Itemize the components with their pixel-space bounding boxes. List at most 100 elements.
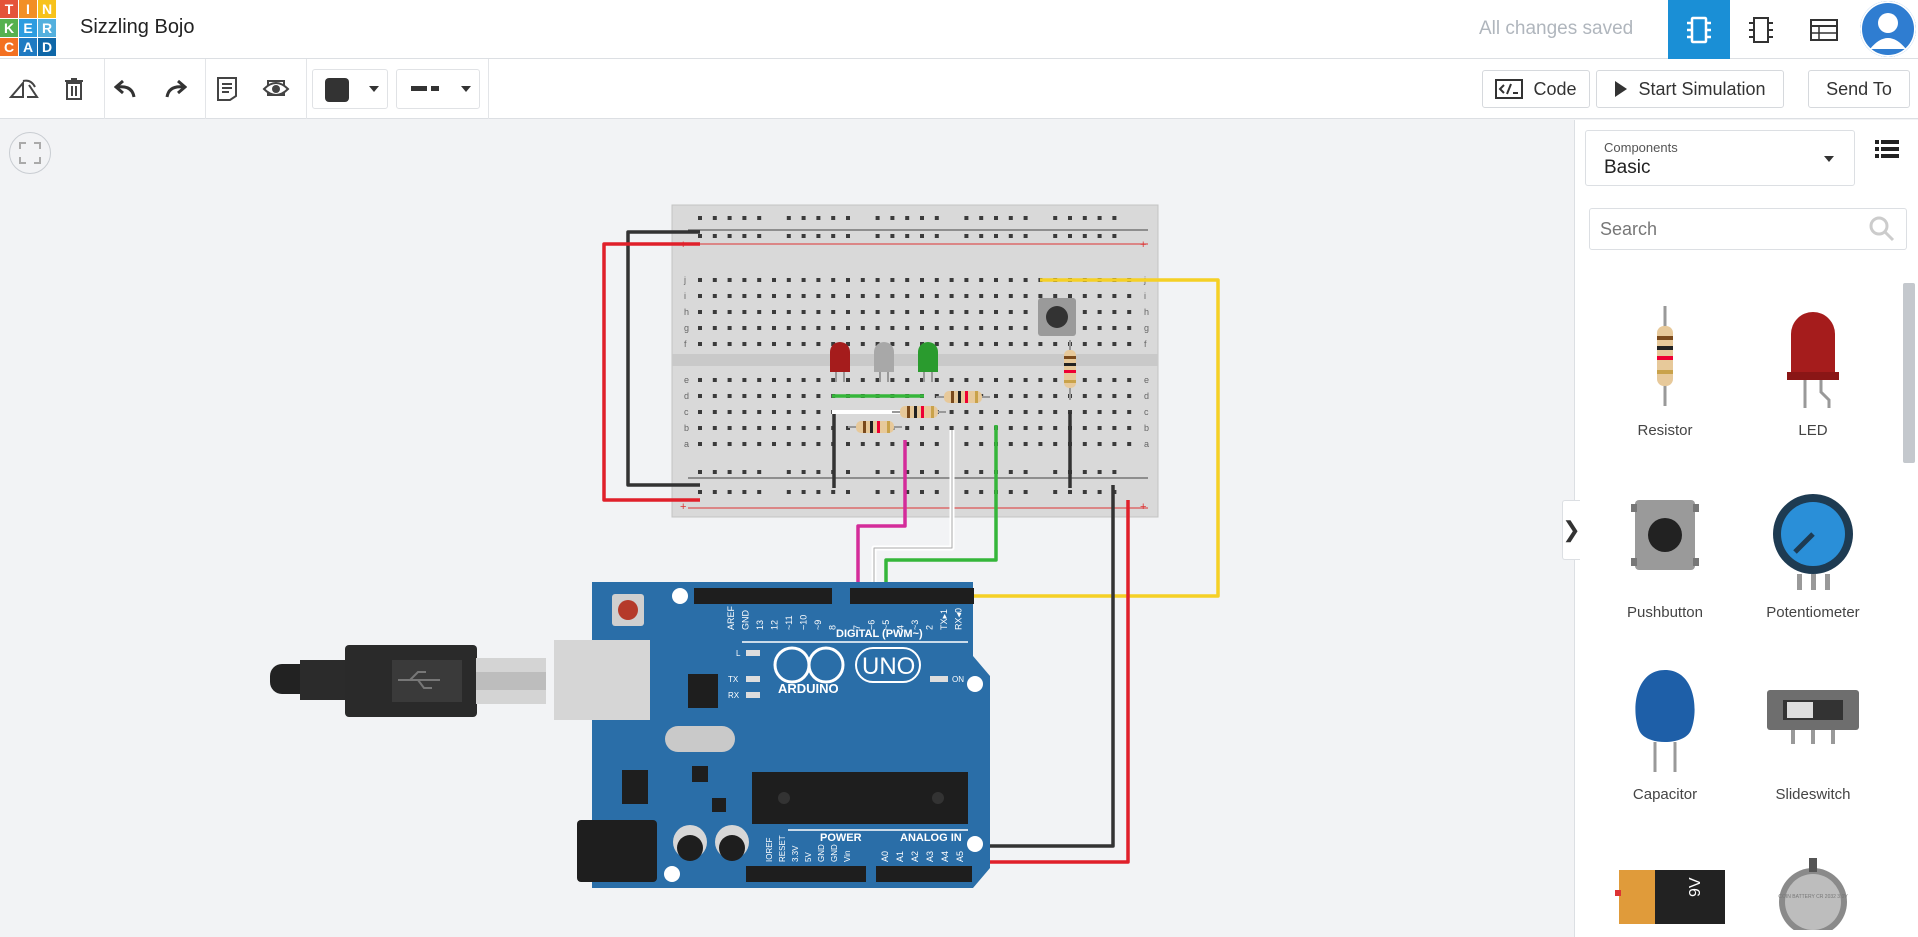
digital-pin-label: ~9 [813, 620, 823, 630]
wire-yellow[interactable] [968, 278, 1220, 598]
slideswitch-icon [1767, 690, 1859, 744]
on-led-label: ON [952, 675, 964, 684]
fit-view-button[interactable] [9, 132, 51, 174]
component-label: Pushbutton [1627, 604, 1703, 621]
resistor-3[interactable] [848, 421, 902, 433]
component-led[interactable]: LED [1743, 288, 1883, 463]
redo-button[interactable] [157, 71, 193, 107]
component-pushbutton[interactable]: Pushbutton [1595, 470, 1735, 645]
arduino-uno[interactable]: ARDUINO UNO DIGITAL (PWM~) POWER ANALOG … [554, 582, 990, 888]
breadboard-row-letter: b [684, 423, 689, 433]
usb-cable[interactable] [270, 645, 546, 717]
component-capacitor[interactable]: Capacitor [1595, 652, 1735, 827]
resistor-1[interactable] [936, 391, 990, 403]
battery-9v-label: 9V [1687, 877, 1704, 897]
analog-pin-label: A2 [910, 851, 920, 862]
arduino-model-label: UNO [862, 653, 915, 680]
breadboard-row-letter: f [684, 339, 687, 349]
power-pin-label: GND [817, 844, 826, 862]
send-to-button[interactable]: Send To [1808, 70, 1910, 108]
logo-letter: C [0, 38, 18, 56]
wire-black-rail[interactable] [626, 230, 700, 487]
component-label: Resistor [1637, 422, 1693, 439]
digital-pin-label: ~11 [784, 615, 794, 630]
digital-pin-label: 7 [852, 625, 862, 630]
wire-green[interactable] [884, 425, 998, 596]
list-view-button[interactable] [1875, 140, 1899, 163]
user-avatar[interactable] [1860, 1, 1916, 57]
rail-plus-label: + [680, 501, 686, 513]
toolbar-divider [306, 59, 307, 119]
led-icon [1787, 312, 1839, 408]
led-green[interactable] [918, 342, 938, 382]
component-label: Capacitor [1632, 786, 1698, 803]
breadboard-row-letter: c [1144, 407, 1149, 417]
table-icon [1810, 18, 1838, 41]
power-pin-label: 3.3V [791, 845, 800, 862]
components-library-select[interactable]: Components Basic [1585, 130, 1855, 186]
resistor-4[interactable] [1064, 340, 1076, 400]
component-slideswitch[interactable]: Slideswitch [1743, 652, 1883, 827]
panel-scrollbar-thumb[interactable] [1903, 283, 1915, 463]
toolbar-divider [488, 59, 489, 119]
toggle-notes-visibility-button[interactable] [258, 71, 294, 107]
delete-button[interactable] [56, 71, 92, 107]
digital-pin-label: ~10 [799, 615, 809, 630]
circuit-view-button[interactable] [1668, 0, 1730, 59]
component-search-input[interactable] [1589, 208, 1907, 250]
pushbutton[interactable] [1038, 298, 1076, 336]
breadboard-row-letter: e [1144, 375, 1149, 385]
wire-black-gnd[interactable] [982, 485, 1115, 848]
digital-pin-label: ~6 [867, 620, 877, 630]
power-pin-label: Vin [843, 851, 852, 862]
wire-magenta[interactable] [856, 440, 907, 596]
wire-white-outline [873, 430, 953, 596]
digital-pin-label: AREF [726, 605, 736, 630]
wire-style-icon [411, 86, 439, 91]
breadboard-row-letter: c [684, 407, 689, 417]
wire-red-rail[interactable] [602, 242, 700, 502]
component-coin-battery[interactable]: COIN BATTERY CR 2032 3.0V [1743, 832, 1883, 937]
resistor-2[interactable] [892, 406, 946, 418]
power-pin-label: RESET [778, 835, 787, 862]
start-simulation-label: Start Simulation [1638, 78, 1766, 99]
digital-pin-label: 12 [770, 620, 780, 630]
led-red[interactable] [830, 342, 850, 382]
component-potentiometer[interactable]: Potentiometer [1743, 470, 1883, 645]
collapse-panel-button[interactable]: ❯ [1562, 500, 1581, 560]
breadboard-row-letter: i [1144, 291, 1146, 301]
led-white[interactable] [874, 342, 894, 382]
rotate-button[interactable] [6, 71, 42, 107]
breadboard-row-letter: g [1144, 323, 1149, 333]
components-list-view-button[interactable] [1793, 0, 1855, 59]
digital-pin-label: ~3 [910, 620, 920, 630]
notes-button[interactable] [209, 71, 245, 107]
start-simulation-button[interactable]: Start Simulation [1596, 70, 1784, 108]
search-icon[interactable] [1869, 216, 1895, 242]
project-title[interactable]: Sizzling Bojo [80, 16, 195, 38]
edit-toolbar: Code Start Simulation Send To [0, 59, 1918, 119]
logo-letter: D [38, 38, 56, 56]
component-9v-battery[interactable]: 9V [1595, 832, 1735, 937]
logo-letter: K [0, 19, 18, 37]
code-button[interactable]: Code [1482, 70, 1590, 108]
breadboard-row-letter: b [1144, 423, 1149, 433]
undo-button[interactable] [108, 71, 144, 107]
eye-icon [262, 80, 290, 96]
component-resistor[interactable]: Resistor [1595, 288, 1735, 463]
wire-type-dropdown[interactable] [396, 69, 480, 109]
battery-9v-icon: 9V [1615, 870, 1725, 924]
digital-pins-label: DIGITAL (PWM~) [836, 628, 923, 640]
breadboard-row-letter: h [684, 307, 689, 317]
wire-color-dropdown[interactable] [312, 69, 388, 109]
components-select-label: Components [1604, 140, 1678, 155]
schematic-view-button[interactable] [1730, 0, 1792, 59]
wires[interactable] [602, 230, 1220, 874]
component-label: Potentiometer [1766, 604, 1860, 621]
fit-view-icon [19, 142, 41, 164]
power-pin-label: IOREF [765, 837, 774, 862]
